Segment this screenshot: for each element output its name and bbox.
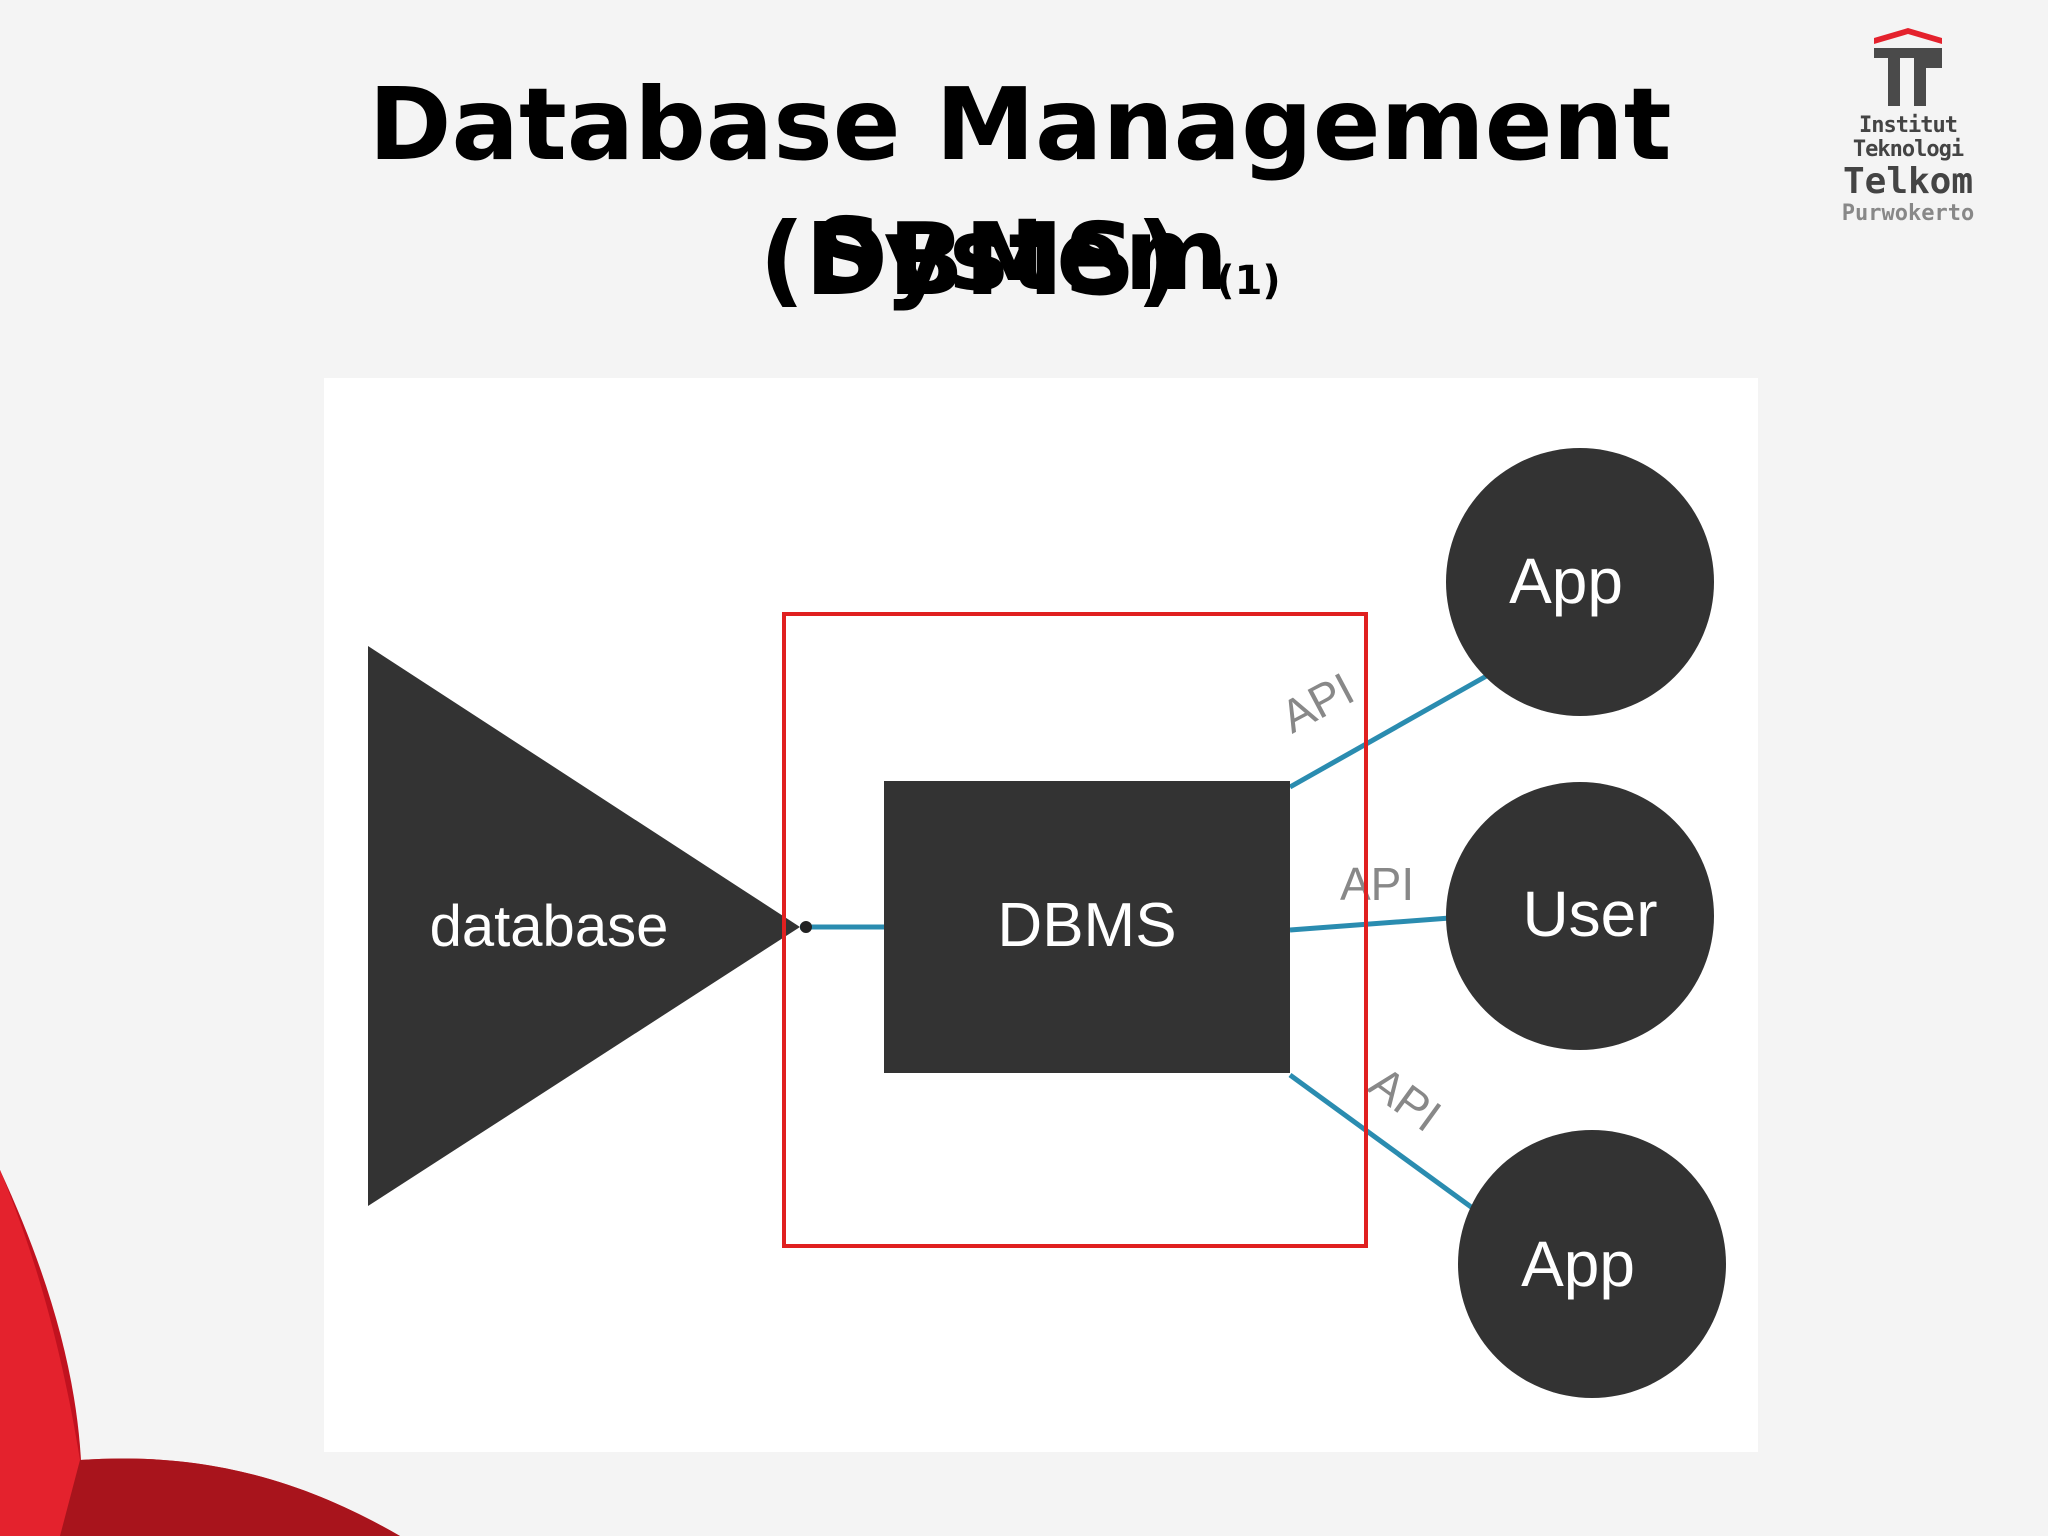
api-label-middle: API bbox=[1340, 858, 1414, 910]
corner-dark-red-shape bbox=[0, 1170, 82, 1536]
user-node-label: User bbox=[1522, 878, 1657, 950]
telkom-logo-icon bbox=[1874, 28, 1942, 106]
connector-dbms-user bbox=[1289, 915, 1451, 933]
slide-title-line2: (DBMS) (1) bbox=[220, 195, 1820, 346]
diagram-panel: database DBMS App User App API API API bbox=[324, 378, 1758, 1452]
logo-text-line2: Telkom bbox=[1842, 161, 1974, 203]
title-dbms: (DBMS) bbox=[759, 201, 1182, 318]
connector-endpoint-dot bbox=[800, 921, 812, 933]
app-node-top-label: App bbox=[1509, 545, 1623, 617]
api-label-top: API bbox=[1272, 662, 1362, 743]
institution-logo: Institut Teknologi Telkom Purwokerto bbox=[1798, 24, 2018, 226]
api-label-bottom: API bbox=[1360, 1056, 1451, 1142]
corner-red-swoosh-shade bbox=[60, 1458, 400, 1536]
connector-dbms-app-bottom bbox=[1288, 1072, 1480, 1215]
app-node-bottom bbox=[1458, 1130, 1726, 1398]
user-node bbox=[1446, 782, 1714, 1050]
app-node-top bbox=[1446, 448, 1714, 716]
connector-dbms-app-top bbox=[1288, 671, 1492, 790]
app-node-bottom-label: App bbox=[1521, 1228, 1635, 1300]
dbms-highlight-box bbox=[782, 612, 1368, 1248]
dbms-label: DBMS bbox=[997, 891, 1176, 960]
dbms-diagram: database DBMS App User App API API API bbox=[368, 448, 1726, 1398]
database-label: database bbox=[430, 894, 669, 959]
slide-title: Database Management System bbox=[368, 66, 1672, 313]
database-shape bbox=[368, 646, 800, 1206]
dbms-box bbox=[884, 781, 1290, 1073]
title-suffix: (1) bbox=[1216, 258, 1281, 304]
logo-text-line1: Institut Teknologi bbox=[1852, 113, 1964, 163]
logo-text-line3: Purwokerto bbox=[1841, 200, 1975, 226]
